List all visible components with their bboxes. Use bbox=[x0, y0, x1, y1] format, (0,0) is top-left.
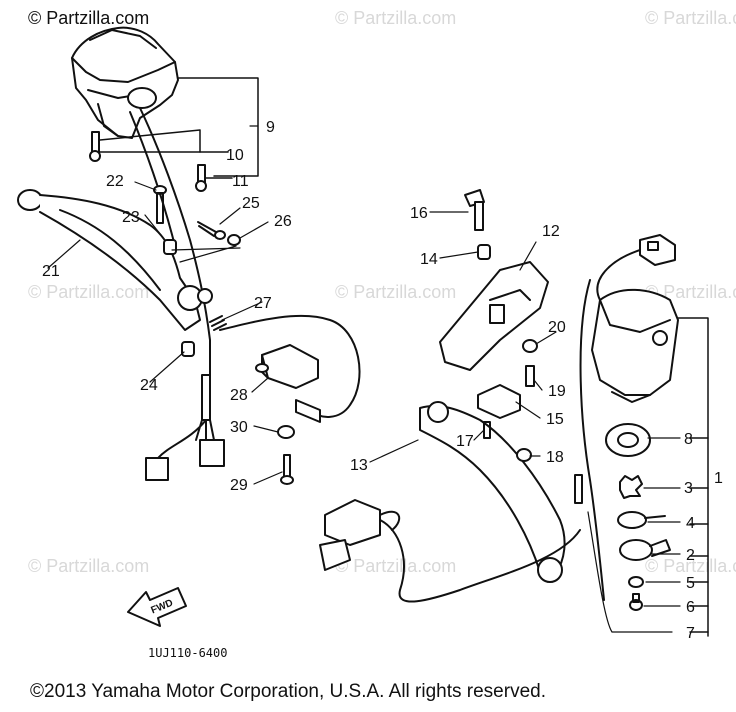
part-label: 4 bbox=[686, 515, 695, 532]
screw-29 bbox=[280, 454, 294, 485]
watermark: © Partzilla.com bbox=[335, 8, 457, 28]
watermark: © Partzilla.com bbox=[28, 282, 150, 302]
diagram-code: 1UJ110-6400 bbox=[148, 646, 228, 660]
right-switch-connectors bbox=[319, 499, 581, 603]
part-label: 3 bbox=[684, 480, 693, 497]
part-label: 2 bbox=[686, 547, 695, 564]
part-label: 22 bbox=[106, 173, 124, 190]
part-label: 27 bbox=[254, 295, 272, 312]
pivot-bolt-16 bbox=[464, 189, 485, 231]
screw-10 bbox=[89, 131, 101, 162]
right-switch-wire bbox=[596, 249, 641, 301]
part-label: 8 bbox=[684, 431, 693, 448]
part-label: 17 bbox=[456, 433, 474, 450]
bolt-22 bbox=[153, 185, 167, 224]
part-label: 7 bbox=[686, 625, 695, 642]
part-label: 18 bbox=[546, 449, 564, 466]
screw-11 bbox=[195, 164, 207, 192]
front-brake-lever bbox=[17, 189, 213, 331]
switch-cable bbox=[129, 111, 177, 251]
part-label: 5 bbox=[686, 575, 695, 592]
part-2 bbox=[619, 539, 671, 561]
part-4 bbox=[617, 511, 666, 529]
part-labels: 1 2 3 4 5 6 7 8 9 10 11 12 13 14 15 16 1… bbox=[42, 119, 723, 642]
switch-cable bbox=[139, 107, 211, 381]
leader bbox=[177, 77, 259, 177]
left-switch-housing bbox=[71, 26, 179, 139]
nut-18 bbox=[516, 448, 532, 462]
part-label: 13 bbox=[350, 457, 368, 474]
part-label: 21 bbox=[42, 263, 60, 280]
part-label: 24 bbox=[140, 377, 158, 394]
part-label: 25 bbox=[242, 195, 260, 212]
leader bbox=[677, 317, 709, 637]
clutch-switch bbox=[477, 384, 521, 419]
collar-14 bbox=[477, 244, 491, 260]
screw-7 bbox=[574, 474, 583, 504]
watermark: © Partzilla.com bbox=[645, 8, 736, 28]
screw-19 bbox=[525, 365, 535, 387]
nut-30 bbox=[277, 425, 295, 439]
part-label: 9 bbox=[266, 119, 275, 136]
part-label: 16 bbox=[410, 205, 428, 222]
part-label: 15 bbox=[546, 411, 564, 428]
leader bbox=[689, 437, 709, 633]
part-label: 26 bbox=[274, 213, 292, 230]
collar-24 bbox=[181, 341, 195, 357]
sleeve-23 bbox=[163, 239, 177, 255]
part-label: 20 bbox=[548, 319, 566, 336]
watermark: © Partzilla.com bbox=[28, 8, 150, 28]
nut-20 bbox=[522, 339, 538, 353]
part-label: 29 bbox=[230, 477, 248, 494]
leader bbox=[99, 129, 201, 153]
part-label: 11 bbox=[232, 173, 249, 190]
screw-27 bbox=[209, 315, 227, 331]
watermark: © Partzilla.com bbox=[645, 556, 736, 576]
right-switch-housing bbox=[591, 288, 679, 403]
part-6 bbox=[629, 593, 643, 611]
watermark: © Partzilla.com bbox=[335, 282, 457, 302]
lever-holder bbox=[439, 261, 549, 371]
part-label: 28 bbox=[230, 387, 248, 404]
leader bbox=[587, 511, 673, 633]
nut-26 bbox=[227, 234, 241, 246]
part-5 bbox=[628, 576, 644, 588]
right-connector bbox=[639, 234, 676, 266]
watermark: © Partzilla.com bbox=[28, 556, 150, 576]
part-label: 12 bbox=[542, 223, 560, 240]
switch-connectors bbox=[145, 374, 225, 481]
part-label: 23 bbox=[122, 209, 140, 226]
part-label: 19 bbox=[548, 383, 566, 400]
part-3 bbox=[619, 475, 643, 499]
fwd-arrow-icon: FWD bbox=[127, 587, 187, 627]
screw-25 bbox=[197, 221, 226, 240]
part-8 bbox=[605, 423, 651, 457]
leader-lines bbox=[47, 125, 681, 607]
part-label: 1 bbox=[714, 470, 723, 487]
front-stop-switch bbox=[255, 344, 321, 423]
right-switch-wire bbox=[579, 279, 605, 601]
clutch-lever bbox=[419, 401, 566, 583]
part-label: 10 bbox=[226, 147, 244, 164]
watermark: © Partzilla.com bbox=[645, 282, 736, 302]
part-label: 6 bbox=[686, 599, 695, 616]
copyright-notice: ©2013 Yamaha Motor Corporation, U.S.A. A… bbox=[30, 681, 546, 702]
watermark: © Partzilla.com bbox=[335, 556, 457, 576]
part-label: 30 bbox=[230, 419, 248, 436]
part-label: 14 bbox=[420, 251, 438, 268]
stop-switch-wire bbox=[219, 314, 361, 418]
leader bbox=[171, 245, 241, 263]
